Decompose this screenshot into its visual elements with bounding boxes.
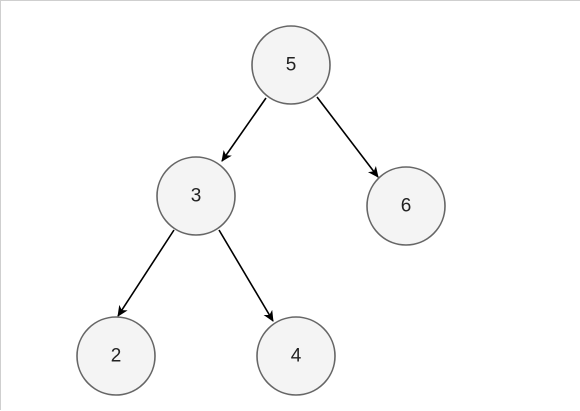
- tree-node-5-label: 5: [286, 55, 297, 76]
- tree-node-4-circle: [256, 316, 336, 396]
- edge-5-to-6: [316, 96, 379, 178]
- tree-node-2[interactable]: 2: [76, 316, 156, 396]
- tree-node-2-circle: [76, 316, 156, 396]
- edge-3-to-4: [218, 229, 274, 322]
- tree-node-4[interactable]: 4: [256, 316, 336, 396]
- tree-node-2-label: 2: [111, 346, 122, 367]
- tree-node-3-label: 3: [191, 186, 202, 207]
- tree-node-6-label: 6: [401, 196, 412, 217]
- tree-node-5[interactable]: 5: [251, 25, 331, 105]
- edges: [117, 96, 379, 322]
- tree-node-3-circle: [156, 156, 236, 236]
- nodes: 5 3 6 2 4: [76, 25, 446, 396]
- edge-5-to-3: [221, 97, 267, 162]
- tree-node-5-circle: [251, 25, 331, 105]
- edge-3-to-2: [117, 229, 175, 317]
- tree-node-6[interactable]: 6: [366, 166, 446, 246]
- tree-node-3[interactable]: 3: [156, 156, 236, 236]
- tree-node-4-label: 4: [291, 346, 302, 367]
- tree-node-6-circle: [366, 166, 446, 246]
